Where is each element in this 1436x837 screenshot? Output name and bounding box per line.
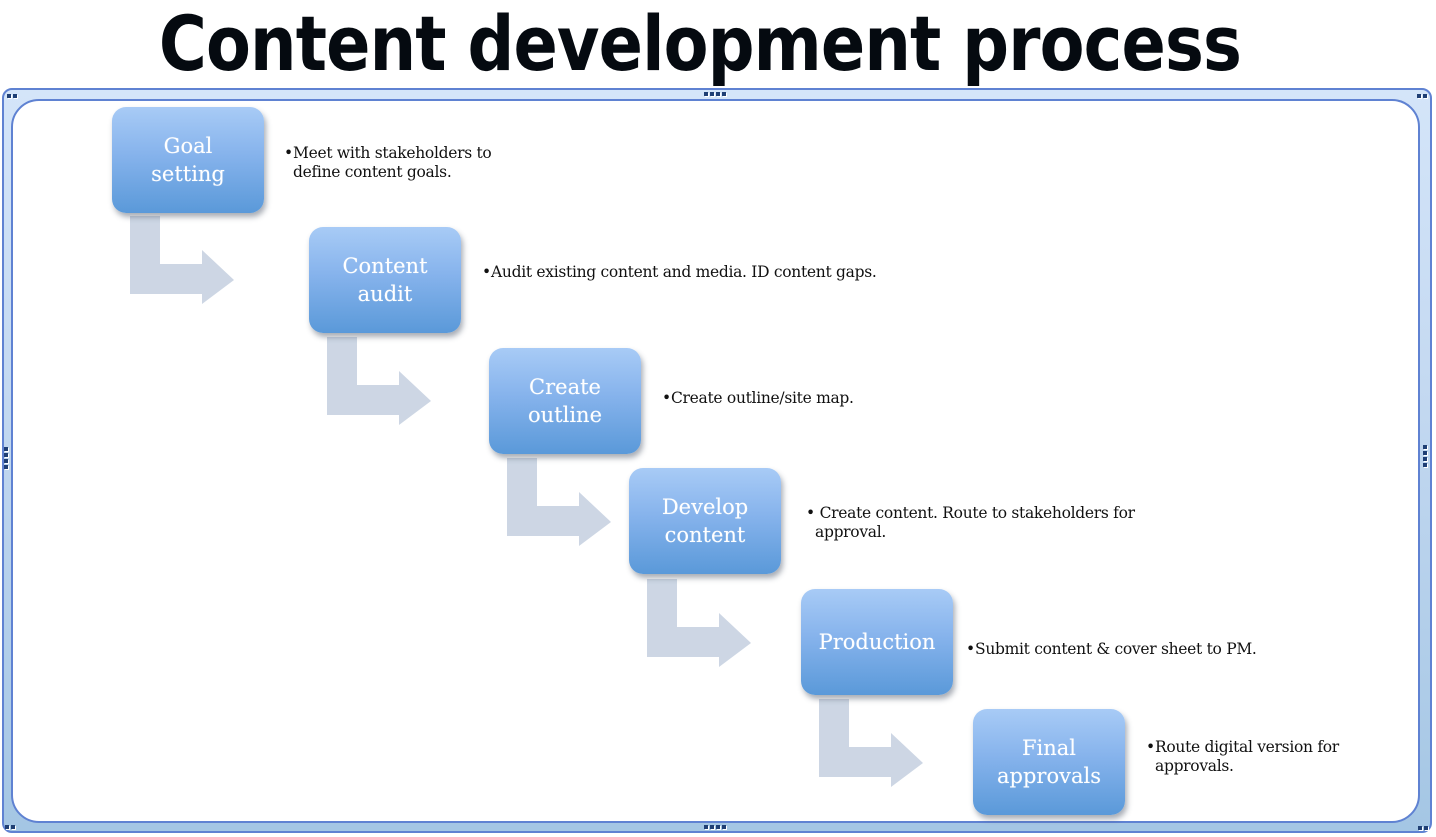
- description-text: Create content. Route to stakeholders fo…: [815, 504, 1135, 541]
- flow-arrow-1: [130, 216, 234, 304]
- step-description-final-approvals[interactable]: • Route digital version for approvals.: [1146, 738, 1386, 776]
- description-text: Route digital version for approvals.: [1155, 738, 1339, 775]
- step-description-production[interactable]: • Submit content & cover sheet to PM.: [966, 640, 1306, 659]
- resize-handle-left[interactable]: [4, 447, 8, 469]
- resize-handle-top-right[interactable]: [1417, 94, 1427, 98]
- diagram-title: Content development process: [158, 0, 1242, 88]
- resize-handle-top[interactable]: [704, 92, 726, 96]
- description-text: Meet with stakeholders to define content…: [293, 144, 492, 181]
- step-description-develop-content[interactable]: • Create content. Route to stakeholders …: [806, 504, 1186, 542]
- flow-arrow-5: [819, 699, 923, 787]
- description-text: Submit content & cover sheet to PM.: [975, 640, 1257, 658]
- step-description-create-outline[interactable]: • Create outline/site map.: [662, 389, 922, 408]
- step-box-goal-setting[interactable]: Goal setting: [112, 107, 264, 213]
- step-box-develop-content[interactable]: Develop content: [629, 468, 781, 574]
- bullet-icon: •: [482, 263, 491, 281]
- step-box-create-outline[interactable]: Create outline: [489, 348, 641, 454]
- step-box-content-audit[interactable]: Content audit: [309, 227, 461, 333]
- bullet-icon: •: [966, 640, 975, 658]
- resize-handle-right[interactable]: [1423, 445, 1427, 467]
- resize-handle-bottom[interactable]: [704, 825, 726, 829]
- bullet-icon: •: [284, 144, 293, 162]
- resize-handle-bottom-right[interactable]: [1418, 826, 1428, 830]
- step-description-goal-setting[interactable]: • Meet with stakeholders to define conte…: [284, 144, 544, 182]
- description-text: Create outline/site map.: [671, 389, 854, 407]
- bullet-icon: •: [1146, 738, 1155, 756]
- flow-arrow-2: [327, 337, 431, 425]
- bullet-icon: •: [662, 389, 671, 407]
- description-text: Audit existing content and media. ID con…: [491, 263, 877, 281]
- diagram-canvas: [11, 99, 1420, 823]
- resize-handle-top-left[interactable]: [7, 94, 17, 98]
- step-box-production[interactable]: Production: [801, 589, 953, 695]
- bullet-icon: •: [806, 504, 815, 522]
- step-description-content-audit[interactable]: • Audit existing content and media. ID c…: [482, 263, 942, 282]
- step-box-final-approvals[interactable]: Final approvals: [973, 709, 1125, 815]
- flow-arrow-4: [647, 579, 751, 667]
- resize-handle-bottom-left[interactable]: [5, 825, 15, 829]
- flow-arrow-3: [507, 458, 611, 546]
